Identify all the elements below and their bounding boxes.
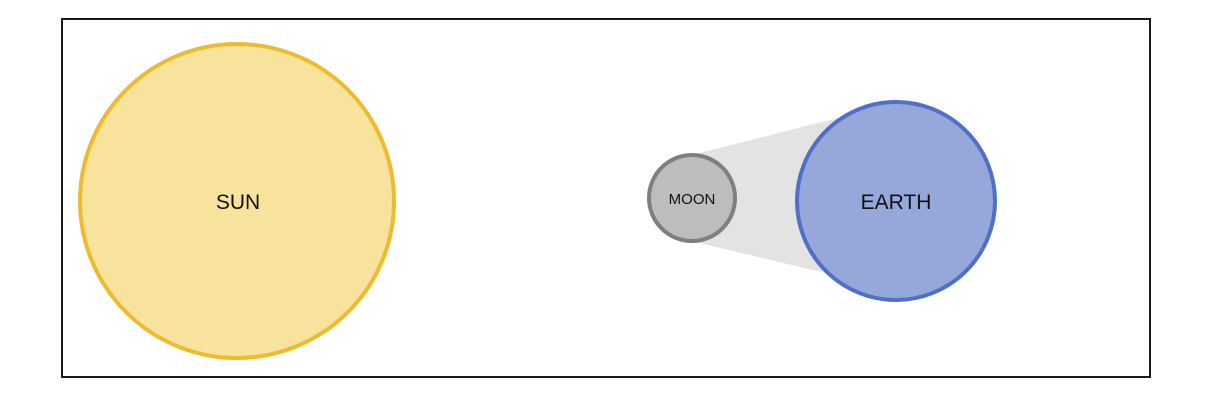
earth-label: EARTH [861, 191, 932, 214]
moon-label: MOON [669, 191, 716, 208]
moon-shadow-cone [691, 118, 838, 276]
sun-label: SUN [216, 191, 260, 214]
earth-outline [795, 100, 997, 302]
sun-circle [80, 44, 394, 358]
earth-circle [797, 102, 995, 300]
moon-outline [647, 153, 737, 243]
moon-circle [649, 155, 735, 241]
sun-outline [78, 42, 396, 360]
